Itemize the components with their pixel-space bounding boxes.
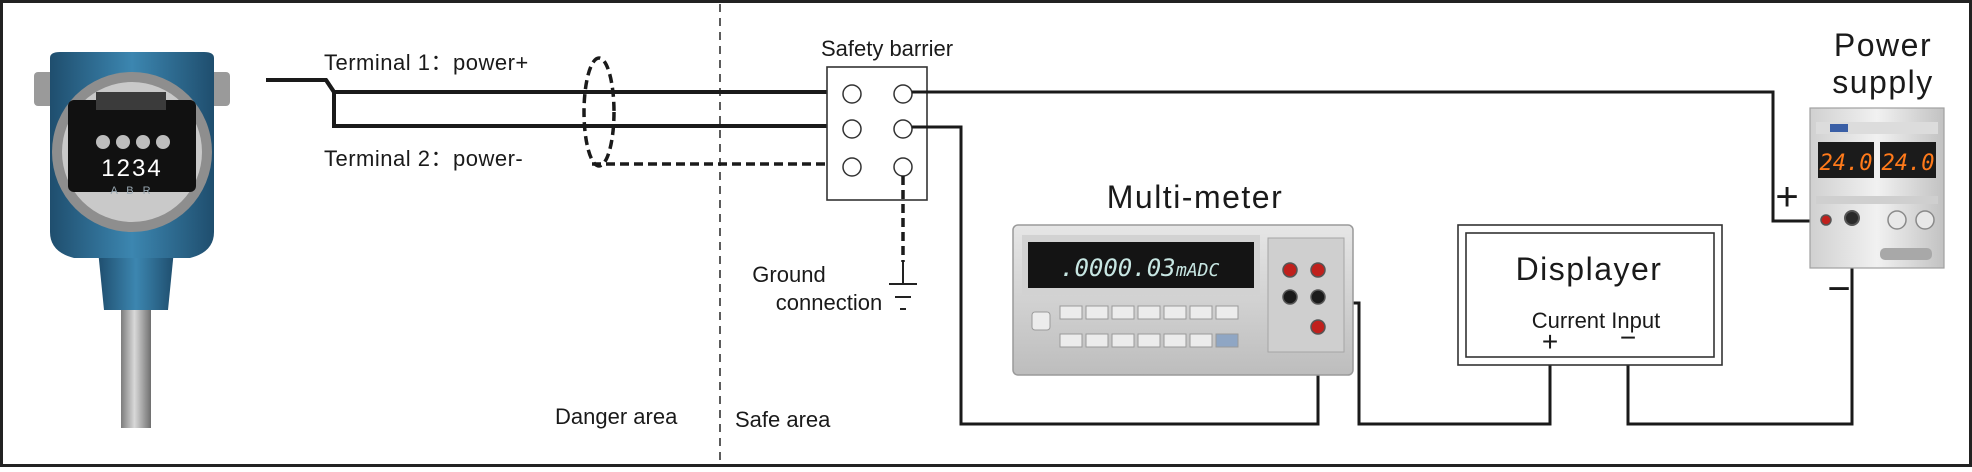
power-supply-icon: 24.0 24.0 <box>1809 107 1945 269</box>
barrier-terminal-6 <box>893 157 913 177</box>
psu-display-left <box>1818 142 1874 178</box>
psu-voltage-right: 24.0 <box>1882 151 1935 176</box>
safety-barrier <box>826 66 928 201</box>
meter-key <box>1137 333 1161 348</box>
meter-key <box>1215 333 1239 348</box>
displayer-inner-box <box>1465 232 1715 358</box>
terminal-screw-2 <box>116 135 130 149</box>
displayer <box>1457 224 1723 366</box>
wire-display-minus-to-psu <box>1626 220 1854 426</box>
safe-side-wiring <box>912 90 1854 426</box>
label-display-plus: + <box>1542 326 1558 357</box>
barrier-terminal-2 <box>893 84 913 104</box>
safety-barrier-box <box>826 66 928 201</box>
wire-terminal1 <box>266 78 852 94</box>
meter-key <box>1189 333 1213 348</box>
psu-knob-1 <box>1887 210 1907 230</box>
transmitter-stem <box>121 300 151 428</box>
label-power-line2: supply <box>1832 64 1934 100</box>
multimeter-unit: mADC <box>1175 260 1220 281</box>
terminal-screw-3 <box>136 135 150 149</box>
multimeter-icon: .0000.03 mADC <box>1012 224 1354 376</box>
label-safe-area: Safe area <box>735 407 831 432</box>
label-power-line1: Power <box>1834 27 1932 63</box>
psu-terminal-red <box>1820 214 1832 226</box>
label-safety-barrier: Safety barrier <box>821 36 953 61</box>
terminal-screw-4 <box>156 135 170 149</box>
label-danger-area: Danger area <box>555 404 678 429</box>
wire-terminal2 <box>324 78 852 128</box>
psu-knob-2 <box>1915 210 1935 230</box>
label-psu-plus: + <box>1775 175 1798 219</box>
label-displayer: Displayer <box>1516 251 1663 287</box>
meter-key <box>1163 333 1187 348</box>
ground-symbol-icon <box>889 262 917 310</box>
label-psu-minus: − <box>1827 267 1850 311</box>
meter-key <box>1189 305 1213 320</box>
meter-key <box>1111 333 1135 348</box>
pressure-transmitter-icon: 1234 A B R <box>34 52 230 428</box>
psu-label-strip <box>1816 196 1938 204</box>
field-wiring <box>266 56 852 168</box>
barrier-terminal-1 <box>842 84 862 104</box>
meter-key <box>1085 305 1109 320</box>
psu-display-right <box>1880 142 1936 178</box>
meter-key <box>1163 305 1187 320</box>
multimeter-display <box>1028 242 1254 288</box>
wire-barrier-to-meter <box>912 125 1320 426</box>
meter-jack-current <box>1310 319 1326 335</box>
meter-key <box>1215 305 1239 320</box>
barrier-terminal-4 <box>893 119 913 139</box>
terminal-screw-1 <box>96 135 110 149</box>
transmitter-terminal-block <box>68 100 196 192</box>
label-terminal2: Terminal 2：power- <box>324 146 523 171</box>
barrier-terminal-5 <box>842 157 862 177</box>
transmitter-terminal-cover <box>96 92 166 110</box>
cable-shield-ellipse <box>582 56 616 168</box>
meter-jack-red-top <box>1282 262 1298 278</box>
psu-voltage-left: 24.0 <box>1820 151 1873 176</box>
psu-terminal-black <box>1844 210 1860 226</box>
psu-handle <box>1880 248 1932 260</box>
wire-barrier-to-psu-plus <box>912 90 1819 223</box>
psu-body <box>1809 107 1945 269</box>
meter-jack-red-top-2 <box>1310 262 1326 278</box>
meter-key <box>1059 333 1083 348</box>
transmitter-terminal-letters: A B R <box>110 185 153 197</box>
meter-power-button <box>1031 311 1051 331</box>
label-terminal1: Terminal 1：power+ <box>324 50 529 75</box>
psu-brand-badge <box>1830 124 1848 132</box>
meter-key <box>1059 305 1083 320</box>
transmitter-neck <box>98 250 174 310</box>
meter-jack-black-2 <box>1310 289 1326 305</box>
meter-key <box>1137 305 1161 320</box>
transmitter-terminal-numbers: 1234 <box>101 155 162 182</box>
barrier-terminal-3 <box>842 119 862 139</box>
multimeter-jack-panel <box>1267 237 1345 353</box>
label-multimeter: Multi-meter <box>1107 179 1284 215</box>
label-ground-line2: connection <box>776 290 882 315</box>
label-current-input: Current Input <box>1532 308 1660 333</box>
multimeter-reading: .0000.03 <box>1060 254 1176 282</box>
meter-jack-black <box>1282 289 1298 305</box>
label-display-minus: − <box>1620 322 1636 353</box>
label-ground-line1: Ground <box>752 262 825 287</box>
meter-key <box>1085 333 1109 348</box>
meter-key <box>1111 305 1135 320</box>
